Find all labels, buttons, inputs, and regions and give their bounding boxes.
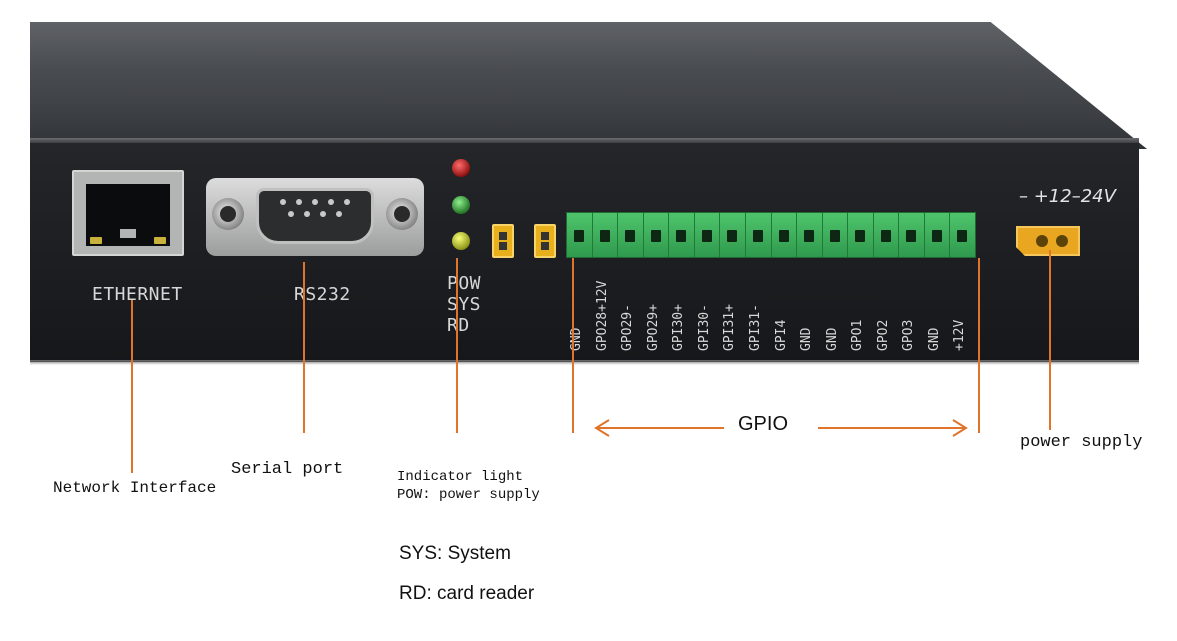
gpio-pin-label: GPO29+: [646, 304, 661, 351]
ethernet-label: ETHERNET: [92, 284, 183, 305]
rs232-screw-left: [212, 198, 244, 230]
gpio-pin-label: GPO28+12V: [595, 280, 610, 351]
gpio-terminal: [797, 213, 823, 257]
gpio-terminal: [720, 213, 746, 257]
led-labels: POW SYS RD: [447, 273, 481, 336]
ethernet-latch-slot: [120, 229, 136, 238]
gpio-pin-label: GPO29-: [620, 304, 635, 351]
serial-callout-line: [303, 262, 305, 433]
indicator-rd-caption: RD: card reader: [399, 583, 535, 604]
rs232-connector-shell: [256, 188, 374, 244]
gpio-terminal: [593, 213, 619, 257]
rs232-pin: [328, 199, 334, 205]
led-label-rd: RD: [447, 315, 470, 336]
indicator-pow-caption: POW: power supply: [397, 487, 540, 503]
gpio-pin-label: GND: [825, 327, 840, 351]
gpio-pin-label: GPO3: [901, 319, 916, 351]
led-label-pow: POW: [447, 273, 482, 294]
rs232-pin: [336, 211, 342, 217]
gpio-pin-label: GPI4: [774, 319, 789, 351]
gpio-left-callout-line: [572, 258, 574, 433]
device-top-edge: [30, 138, 1139, 145]
gpio-terminal-block: [566, 212, 976, 258]
gpio-pin-label: GPI30+: [671, 304, 686, 351]
gpio-terminal: [848, 213, 874, 257]
gpio-terminal: [899, 213, 925, 257]
rs232-pin: [296, 199, 302, 205]
rs232-pins: [273, 199, 357, 217]
jumper-2: [534, 224, 556, 258]
gpio-terminal: [669, 213, 695, 257]
power-pin-negative: [1036, 235, 1048, 247]
rs232-pin: [312, 199, 318, 205]
led-label-sys: SYS: [447, 294, 482, 315]
rs232-pin: [280, 199, 286, 205]
gpio-terminal: [567, 213, 593, 257]
gpio-terminal: [695, 213, 721, 257]
network-interface-caption: Network Interface: [53, 479, 217, 497]
rs232-pin: [288, 211, 294, 217]
gpio-pin-label: GPO1: [850, 319, 865, 351]
rs232-port: [206, 178, 424, 256]
power-supply-caption: power supply: [1020, 433, 1143, 452]
power-pin-positive: [1056, 235, 1068, 247]
gpio-pin-label: +12V: [952, 319, 967, 351]
gpio-pin-label: GPI30-: [697, 304, 712, 351]
gpio-terminal: [772, 213, 798, 257]
gpio-caption: GPIO: [738, 413, 789, 435]
ethernet-led-right: [154, 237, 166, 244]
indicator-sys-caption: SYS: System: [399, 543, 511, 564]
serial-port-caption: Serial port: [231, 460, 344, 479]
rs232-pin: [304, 211, 310, 217]
gpio-pin-label: GPI31+: [722, 304, 737, 351]
gpio-terminal: [618, 213, 644, 257]
rs232-pin: [344, 199, 350, 205]
indicator-title-caption: Indicator light: [397, 469, 524, 485]
gpio-arrow-right-head: [952, 419, 968, 437]
gpio-terminal: [644, 213, 670, 257]
gpio-terminal: [874, 213, 900, 257]
gpio-pin-label: GPI31-: [748, 304, 763, 351]
gpio-right-callout-line: [978, 258, 980, 433]
rs232-screw-right: [386, 198, 418, 230]
ethernet-led-left: [90, 237, 102, 244]
gpio-terminal: [823, 213, 849, 257]
sys-led: [452, 196, 470, 214]
rs232-pin: [320, 211, 326, 217]
voltage-label: – +12–24V: [1019, 186, 1116, 207]
gpio-terminal: [746, 213, 772, 257]
ethernet-socket: [86, 184, 170, 246]
power-connector: [1016, 226, 1080, 256]
rs232-label: RS232: [294, 284, 351, 305]
jumper-1: [492, 224, 514, 258]
power-callout-line: [1049, 250, 1051, 430]
device-top-surface: [30, 22, 1147, 149]
device-shadow: [30, 360, 1139, 365]
indicator-callout-line: [456, 258, 458, 433]
gpio-arrow-left-head: [594, 419, 610, 437]
gpio-pin-label: GND: [799, 327, 814, 351]
gpio-pin-label: GND: [927, 327, 942, 351]
gpio-pin-label: GPO2: [876, 319, 891, 351]
ethernet-port: [72, 170, 184, 256]
gpio-terminal: [950, 213, 975, 257]
pow-led: [452, 159, 470, 177]
network-callout-line: [131, 300, 133, 473]
gpio-terminal: [925, 213, 951, 257]
rd-led: [452, 232, 470, 250]
